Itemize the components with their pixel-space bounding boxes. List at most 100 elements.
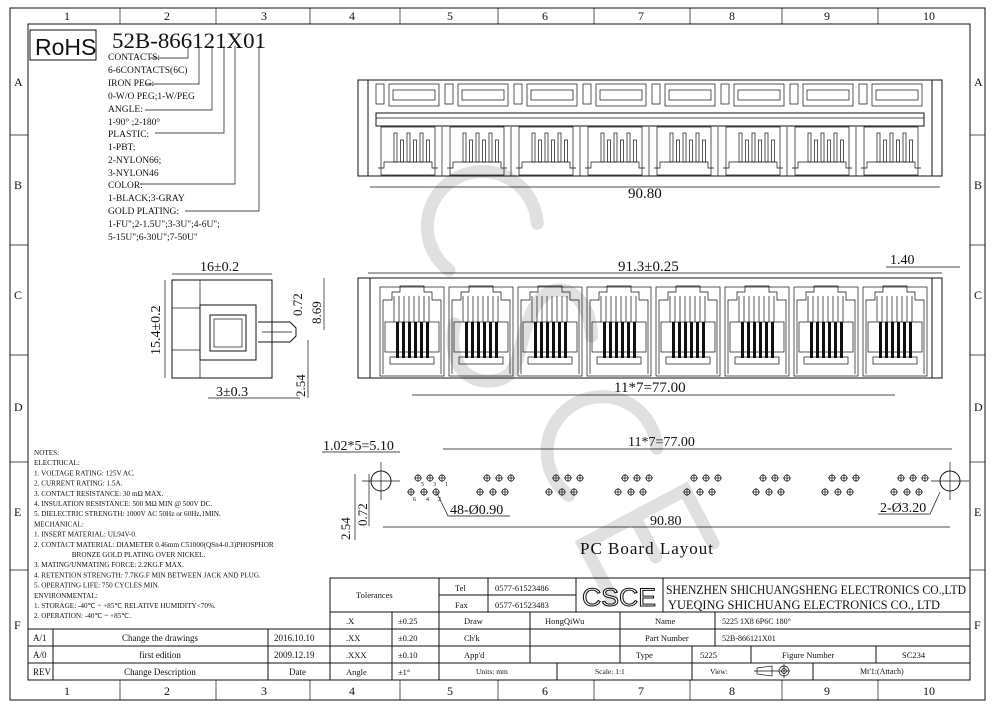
grid-column-label: 7 [638,684,644,698]
dim-pcb-pitch: 11*7=77.00 [628,435,695,450]
dim-front-pitch: 11*7=77.00 [614,380,686,396]
grid-row-label: E [14,505,21,519]
note-line: 3. MATING/UNMATING FORCE: 2.2KG.F MAX. [34,561,184,569]
pin-number-label: 5 [421,482,424,488]
pcb-contact-hole [483,474,491,482]
scale: Scale: 1:1 [595,667,625,676]
part-code-number: 52B-866121X01 [112,28,266,53]
dim-front-offset: 1.40 [890,253,915,268]
top-view-jack [375,83,443,176]
dim-top-width: 90.80 [628,186,662,202]
note-line: MECHANICAL: [34,520,84,528]
pcb-contact-hole [777,488,785,496]
dim-side-869: 8.69 [309,301,324,324]
dim-pcb-width: 90.80 [650,514,682,529]
material: Mt'1:(Attach) [860,667,904,676]
company-name-2: YUEQING SHICHUANG ELECTRONICS CO., LTD [668,598,940,612]
pin-number-label: 1 [445,482,448,488]
pcb-contact-hole [752,488,760,496]
grid-row-label: B [14,178,22,192]
note-line: 2. CONTACT MATERIAL: DIAMETER 0.46mm C51… [34,541,274,549]
pcb-contact-hole [903,488,911,496]
grid-column-label: 4 [349,684,355,698]
grid-column-label: 9 [824,9,830,23]
dim-side-width: 16±0.2 [200,260,239,275]
note-line: 4. INSULATION RESISTANCE: 500 MΩ MIN @ 5… [34,500,212,508]
pcb-contact-hole [558,488,566,496]
grid-column-label: 3 [261,9,267,23]
pcb-contact-hole [545,488,553,496]
grid-row-label: B [974,178,982,192]
note-line: 5. OPERATING LIFE: 750 CYCLES MIN. [34,582,160,590]
grid-column-label: 10 [923,684,935,698]
grid-column-label: 1 [64,9,70,23]
pcb-contact-hole [890,488,898,496]
legend-line: ANGLE: [108,105,143,115]
pcb-contact-hole [407,488,415,496]
tolerance-key: .X [346,616,354,626]
pcb-contact-hole [507,474,515,482]
grid-row-label: D [974,400,983,414]
pcb-contact-hole [783,474,791,482]
fax-label: Fax [455,600,469,610]
pcb-contact-hole [828,474,836,482]
pcb-contact-hole [714,474,722,482]
legend-line: 0-W/O PEG;1-W/PEG [108,92,195,102]
pcb-contact-hole [495,474,503,482]
grid-column-label: 10 [923,9,935,23]
note-line: 1. STORAGE: -40℃ ~ +85℃ RELATIVE HUMIDIT… [34,602,216,610]
pcb-contact-hole [846,488,854,496]
fax-value: 0577-61523483 [495,600,549,610]
revision-header-date: Date [289,667,306,677]
grid-column-label: 3 [261,684,267,698]
top-view-jack [444,83,512,176]
dim-side-072: 0.72 [290,293,305,316]
revision-header-description: Change Description [124,667,196,677]
grid-row-label: F [14,618,21,632]
grid-column-label: 6 [542,684,548,698]
top-view-jack [582,83,650,176]
pcb-contact-hole [614,488,622,496]
dim-side-3: 3±0.3 [216,385,248,400]
grid-row-label: C [974,288,982,302]
dim-side-254: 2.54 [293,374,308,397]
rj-jack-port [517,285,583,377]
note-line: 5. DIELECTRIC STRENGTH: 1000V AC 50Hz or… [34,510,221,518]
revision-date: 2016.10.10 [274,633,315,643]
grid-column-label: 9 [824,684,830,698]
legend-line: COLOR: [108,181,143,191]
grid-column-label: 8 [729,684,735,698]
note-line: 1. INSERT MATERIAL: UL94V-0. [34,531,137,539]
pcb-contact-hole [909,474,917,482]
pcb-contact-hole [834,488,842,496]
pcb-contact-hole [564,474,572,482]
check-label: Ch'k [464,633,480,643]
tolerance-key: .XX [346,633,360,643]
draw-value: HongQiWu [545,616,585,626]
type-value: 5225 [700,650,717,660]
pcb-title: PC Board Layout [580,539,714,558]
note-line: 4. RETENTION STRENGTH: 7.7KG.F MIN BETWE… [34,571,261,579]
grid-column-label: 2 [164,9,170,23]
pcb-contact-hole [476,488,484,496]
pcb-contact-hole [432,488,440,496]
dim-pcb-contact-pitch: 1.02*5=5.10 [323,439,394,454]
name-value: 5225 1X8 6P6C 180° [722,617,791,626]
pcb-contact-hole [897,474,905,482]
projection-symbol-icon [754,664,790,678]
pcb-contact-hole [840,474,848,482]
rj-jack-port [724,285,790,377]
pcb-contact-hole [414,474,422,482]
revision-description: first edition [139,650,181,660]
pin-number-label: 3 [433,482,436,488]
callout-lines [140,46,260,212]
pcb-contact-hole [708,488,716,496]
top-view-jack [858,83,923,176]
legend-line: PLASTIC: [108,130,149,140]
tolerance-key: .XXX [346,650,367,660]
pc-board-layout: 1.02*5=5.10 11*7=77.00 48-Ø0.90 2-Ø3.20 … [322,435,969,558]
grid-column-label: 8 [729,9,735,23]
legend-line: 1-PBT; [108,143,135,153]
